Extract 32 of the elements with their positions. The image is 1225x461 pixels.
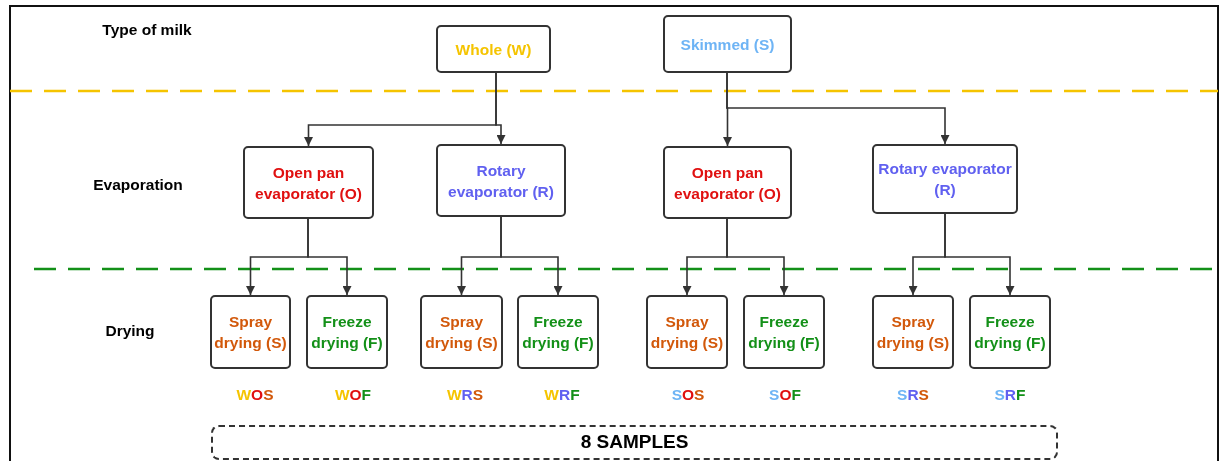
process-box: Freeze drying (F) bbox=[517, 295, 599, 369]
process-box: Spray drying (S) bbox=[872, 295, 954, 369]
process-box: Rotary evaporator (R) bbox=[436, 144, 566, 217]
process-box: Freeze drying (F) bbox=[743, 295, 825, 369]
process-box: Spray drying (S) bbox=[646, 295, 728, 369]
arrow bbox=[307, 218, 352, 296]
arrow bbox=[495, 72, 506, 145]
row-label: Evaporation bbox=[93, 176, 183, 194]
process-box: Spray drying (S) bbox=[210, 295, 291, 369]
process-box: Skimmed (S) bbox=[663, 15, 792, 73]
process-box: Freeze drying (F) bbox=[306, 295, 388, 369]
arrow bbox=[944, 213, 1015, 296]
sample-code: SOS bbox=[671, 386, 705, 404]
sample-code: SOF bbox=[769, 386, 801, 404]
sample-code: WOS bbox=[236, 386, 274, 404]
row-label: Drying bbox=[105, 322, 155, 340]
row-label: Type of milk bbox=[102, 21, 192, 39]
sample-code: WRF bbox=[544, 386, 580, 404]
process-box: Open pan evaporator (O) bbox=[663, 146, 792, 219]
arrow bbox=[726, 218, 789, 296]
sample-code: SRF bbox=[994, 386, 1026, 404]
process-box: Open pan evaporator (O) bbox=[243, 146, 374, 219]
process-box: Rotary evaporator (R) bbox=[872, 144, 1018, 214]
process-box: Freeze drying (F) bbox=[969, 295, 1051, 369]
process-box: Spray drying (S) bbox=[420, 295, 503, 369]
sample-code: SRS bbox=[897, 386, 929, 404]
arrow bbox=[500, 216, 563, 296]
arrow bbox=[726, 72, 950, 145]
sample-code: WRS bbox=[446, 386, 484, 404]
dashed-group-box: 8 SAMPLES bbox=[211, 425, 1058, 460]
process-box: Whole (W) bbox=[436, 25, 551, 73]
sample-code: WOF bbox=[334, 386, 372, 404]
